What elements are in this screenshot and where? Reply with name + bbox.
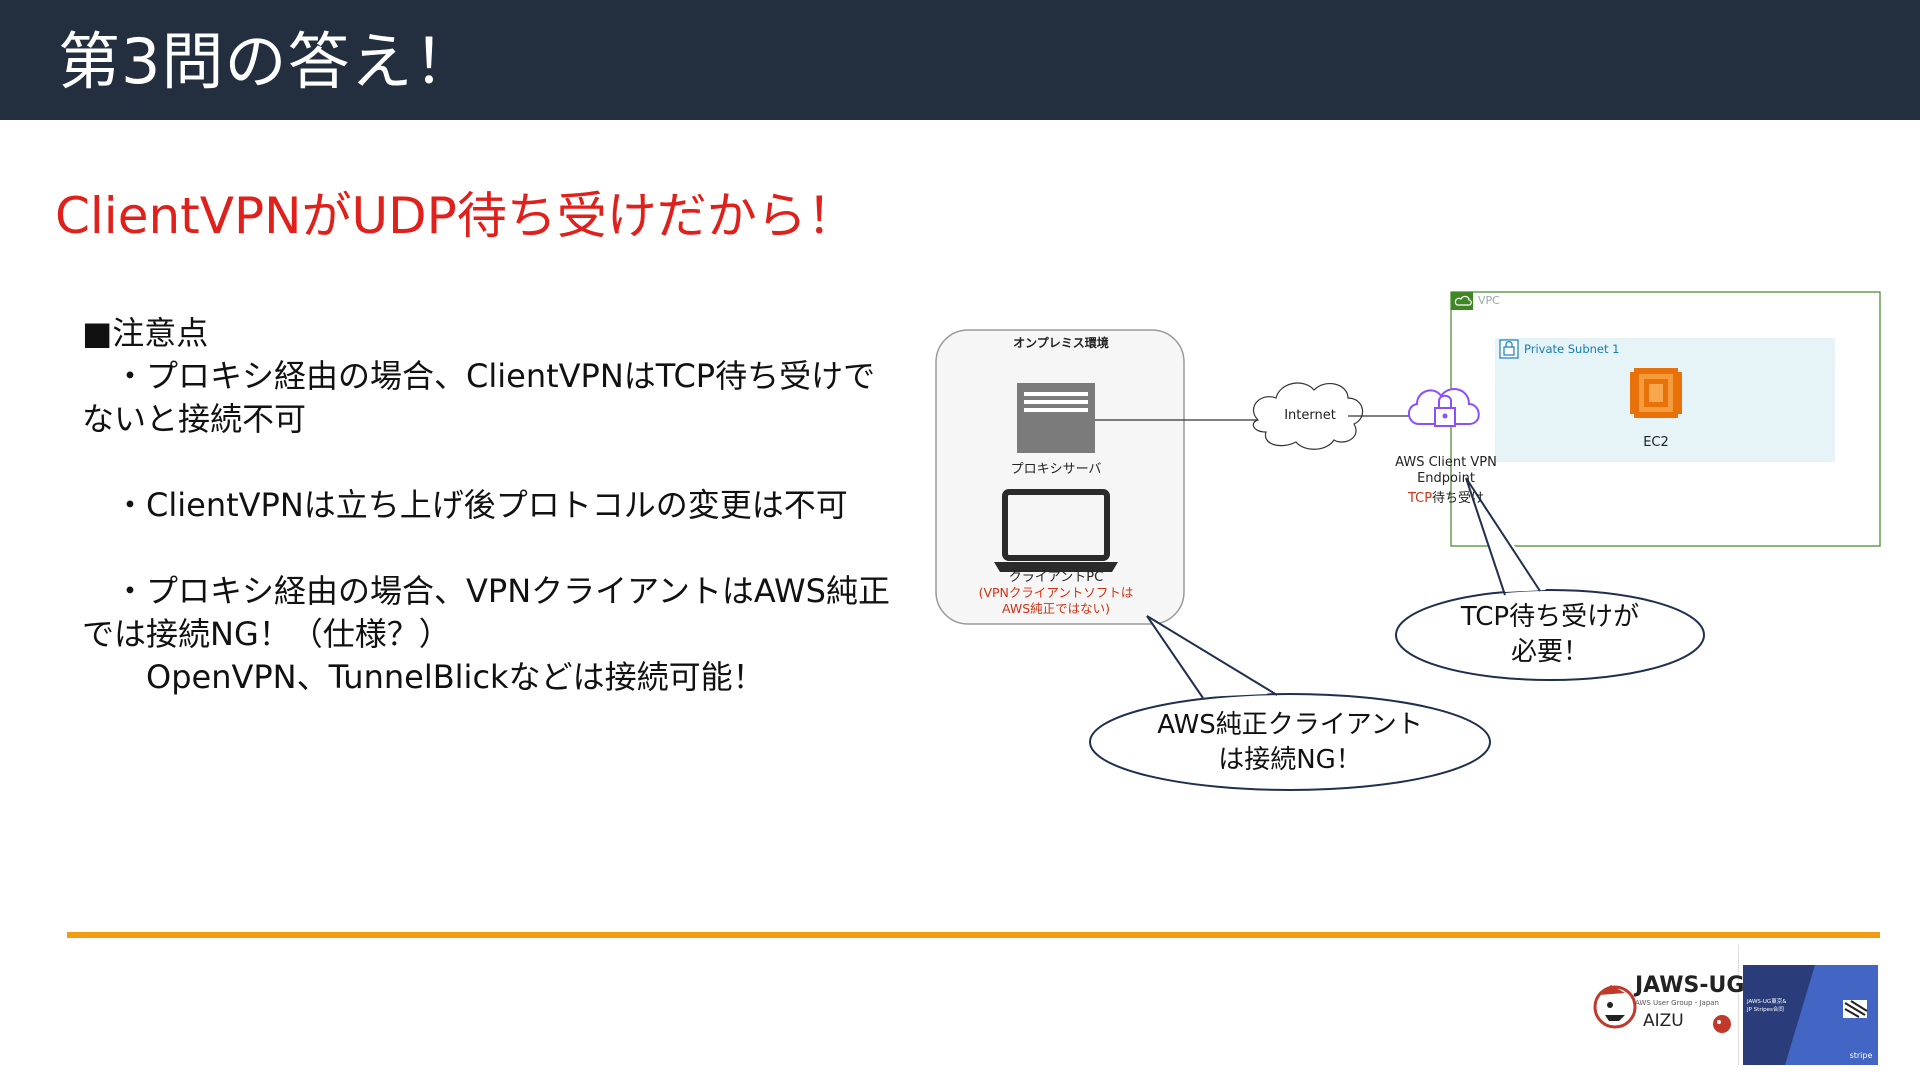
onprem-label: オンプレミス環境 bbox=[1013, 336, 1109, 350]
diagram-canvas bbox=[935, 291, 1881, 791]
callout-bottom-line2: は接続NG！ bbox=[1218, 745, 1362, 775]
callout-right-tail bbox=[1465, 477, 1541, 596]
endpoint-wait: 待ち受け bbox=[1432, 491, 1485, 506]
ec2-icon bbox=[1630, 368, 1682, 418]
vpn-endpoint-icon bbox=[1408, 388, 1480, 427]
jaws-mascot-icon bbox=[1593, 985, 1637, 1029]
proxy-server-icon bbox=[1017, 383, 1095, 453]
jaws-ug-logo-text: JAWS-UG bbox=[1635, 973, 1745, 998]
footer-separator bbox=[1738, 945, 1739, 1065]
internet-label: Internet bbox=[1284, 408, 1336, 423]
callout-bottom-tail bbox=[1146, 615, 1278, 699]
callout-right-text: TCP待ち受けが 必要！ bbox=[1400, 600, 1700, 670]
jaws-ug-logo-sub: AWS User Group - Japan bbox=[1635, 999, 1719, 1007]
note-item-1: ・プロキシ経由の場合、ClientVPNはTCP待ち受けでないと接続不可 bbox=[82, 357, 876, 438]
aizu-logo-text: AIZU bbox=[1643, 1011, 1684, 1031]
callout-bottom-line1: AWS純正クライアント bbox=[1157, 710, 1423, 740]
stripe-brand-text: stripe bbox=[1849, 1051, 1873, 1060]
slide-title: 第3問の答え！ bbox=[58, 25, 477, 98]
footer-logos: JAWS-UG AWS User Group - Japan AIZU JAWS… bbox=[1585, 945, 1885, 1065]
logo-canvas bbox=[1593, 965, 1878, 1065]
client-note-line1: (VPNクライアントソフトは bbox=[978, 585, 1134, 600]
callout-bottom-text: AWS純正クライアント は接続NG！ bbox=[1140, 708, 1440, 778]
callout-bottom-bubble bbox=[1089, 693, 1491, 791]
footer-accent-line bbox=[67, 932, 1880, 938]
endpoint-label-line1: AWS Client VPN bbox=[1395, 455, 1497, 470]
slide-subtitle: ClientVPNがUDP待ち受けだから！ bbox=[55, 187, 857, 245]
note-item-3: ・プロキシ経由の場合、VPNクライアントはAWS純正では接続NG！（仕様？） bbox=[82, 572, 890, 653]
ec2-label: EC2 bbox=[1643, 435, 1669, 450]
architecture-diagram: オンプレミス環境 プロキシサーバ クライアントPC (VPNクライアントソフトは… bbox=[920, 280, 1881, 820]
callout-right-line1: TCP待ち受けが bbox=[1460, 602, 1640, 632]
note-item-4: OpenVPN、TunnelBlickなどは接続可能！ bbox=[82, 658, 765, 696]
client-pc-label: クライアントPC bbox=[1008, 570, 1104, 585]
proxy-server-label: プロキシサーバ bbox=[1010, 462, 1102, 477]
callout-right-line2: 必要！ bbox=[1510, 637, 1589, 667]
notes-heading: ■注意点 bbox=[82, 314, 209, 352]
notes-block: ■注意点 ・プロキシ経由の場合、ClientVPNはTCP待ち受けでないと接続不… bbox=[82, 312, 902, 699]
vpc-icon bbox=[1451, 292, 1473, 310]
client-note-line2: AWS純正ではない) bbox=[1001, 601, 1111, 616]
badge-line2: JP Stripes合同 bbox=[1747, 1007, 1784, 1013]
badge-line1: JAWS-UG東京& bbox=[1747, 999, 1787, 1005]
note-item-2: ・ClientVPNは立ち上げ後プロトコルの変更は不可 bbox=[82, 486, 848, 524]
vpc-label: VPC bbox=[1478, 294, 1500, 307]
aizu-mascot-icon bbox=[1713, 1015, 1731, 1033]
laptop-icon bbox=[994, 489, 1118, 572]
subnet-label: Private Subnet 1 bbox=[1524, 342, 1620, 356]
onprem-box bbox=[935, 329, 1185, 625]
slide-header: 第3問の答え！ bbox=[0, 0, 1920, 120]
endpoint-tcp: TCP bbox=[1407, 491, 1433, 506]
internet-cloud-icon bbox=[1252, 382, 1364, 450]
callout-right-bubble bbox=[1395, 589, 1705, 681]
endpoint-tcp-note: TCP待ち受け bbox=[1386, 487, 1506, 506]
endpoint-label-line2: Endpoint bbox=[1417, 471, 1475, 486]
